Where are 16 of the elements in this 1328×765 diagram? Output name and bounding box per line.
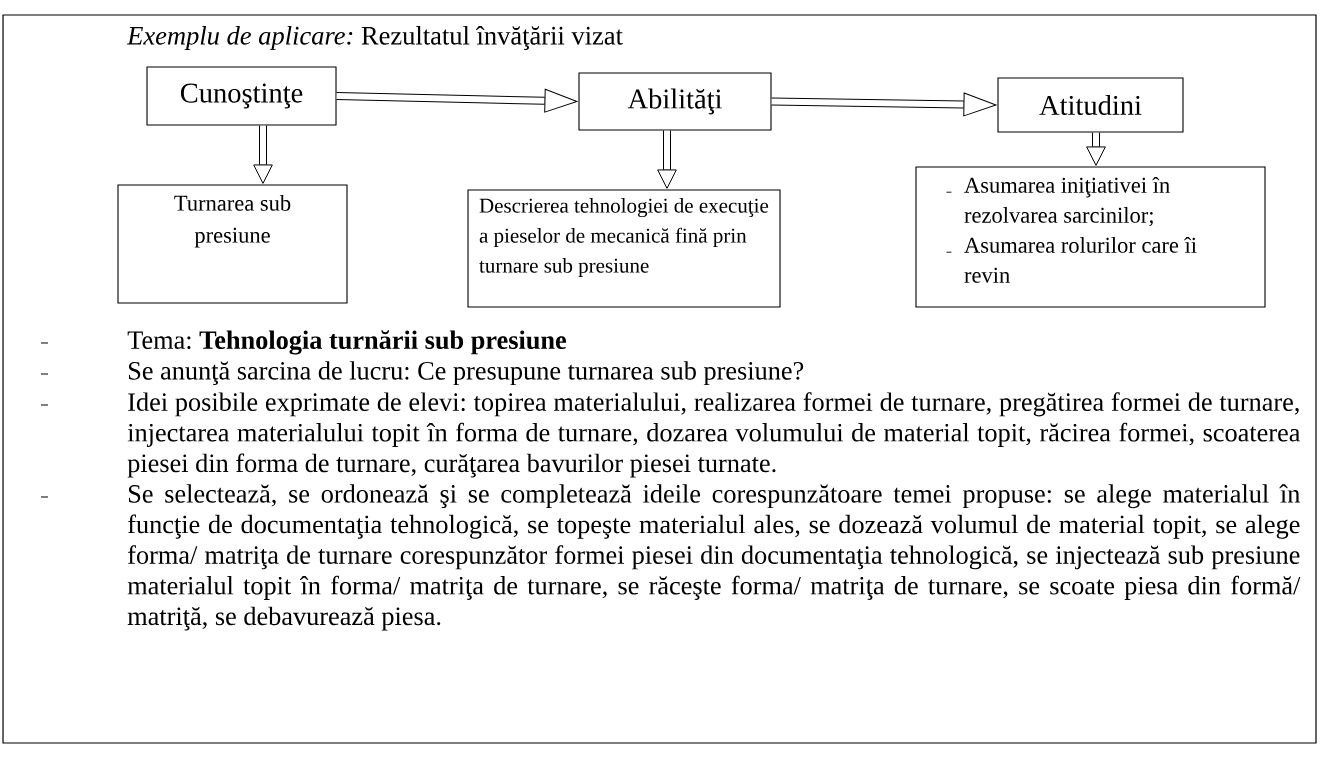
list-item: Idei posibile exprimate de elevi: topirea materialului, realizarea formei de turnare, pregătirea formei de turnare, injectarea materialului topit în forma de turnare, dozarea volumului de material topit, răcirea formei, scoaterea piesei din forma de turnare, curăţarea bavurilor piesei turnate. [127,392,1301,478]
content-box: Descrierea tehnologiei de execuţie a pieselor de mecanică fină prin turnare sub presiune [467,189,781,308]
arrow [771,92,997,117]
arrow [1086,132,1106,166]
list-item: Se anunţă sarcina de lucru: Ce presupune turnarea sub presiune? [128,361,804,386]
list-item: Se selectează, se ordonează şi se completează ideile corespunzătoare temei propuse: se alege materialul în funcţie de documentaţia tehnologică, se topeşte materialul ales, se dozează volumul de material topit, se alege forma/ matriţa de turnare corespunzător formei piesei din documentaţia tehnologică, se injectează sub presiune materialul topit în forma/ matriţa de turnare, se răceşte forma/ matriţa de turnare, se scoate piesa din formă/ matriţă, se debavurează piesa. [127,484,1301,631]
title: Exemplu de aplicare: Rezultatul învăţării vizat [126,25,623,51]
content-box: Turnarea sub presiune [117,184,348,304]
category-box: Abilităţi [578,72,772,131]
arrow [657,130,677,189]
arrow [336,88,578,113]
arrow [253,125,273,184]
category-box: Cunoştinţe [146,66,337,126]
list-item: Tema: Tehnologia turnării sub presiune [127,330,567,355]
category-box: Atitudini [997,77,1184,133]
content-box: Asumarea iniţiativei în rezolvarea sarcinilor; Asumarea rolurilor care îi revin [915,166,1266,308]
